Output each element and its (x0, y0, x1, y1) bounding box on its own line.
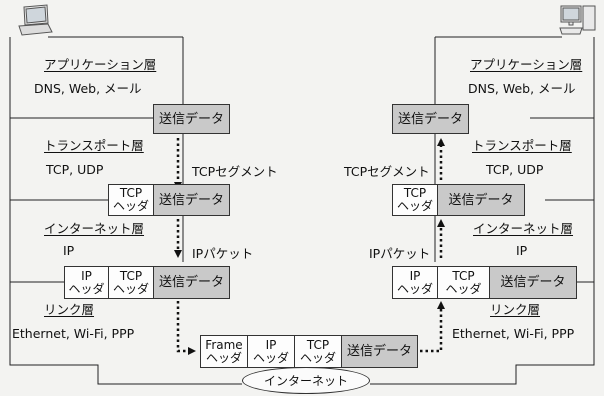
left-internet-protocols: IP (63, 243, 75, 258)
right-internet-send-data-box: 送信データ (489, 266, 577, 299)
laptop-icon (18, 4, 53, 36)
left-ip-packet-label: IPパケット (192, 246, 254, 261)
internet-cloud: インターネット (242, 367, 370, 394)
right-internet-protocols: IP (516, 243, 528, 258)
left-transport-layer-label: トランスポート層 (44, 138, 144, 153)
left-internet-layer-label: インターネット層 (44, 221, 145, 236)
header-label: ヘッダ (396, 281, 433, 296)
tcp-label: TCP (306, 337, 330, 352)
left-app-send-data-box: 送信データ (153, 104, 230, 134)
left-internet-send-data-box: 送信データ (153, 266, 230, 299)
header-label: ヘッダ (68, 281, 105, 296)
left-application-layer-label: アプリケーション層 (44, 57, 157, 72)
header-label: ヘッダ (252, 350, 289, 365)
header-label: ヘッダ (299, 350, 336, 365)
left-transport-send-data-box: 送信データ (153, 184, 230, 216)
right-transport-send-data-box: 送信データ (437, 184, 525, 216)
tcp-label: TCP (403, 186, 427, 200)
header-label: ヘッダ (112, 199, 149, 213)
right-link-layer-label: リンク層 (490, 302, 541, 317)
left-transport-protocols: TCP, UDP (46, 162, 104, 177)
header-label: ヘッダ (205, 350, 242, 365)
ip-label: IP (409, 268, 421, 283)
left-link-protocols: Ethernet, Wi-Fi, PPP (12, 326, 135, 341)
header-label: ヘッダ (396, 199, 433, 213)
header-label: ヘッダ (112, 281, 149, 296)
left-tcp-segment-label: TCPセグメント (192, 164, 278, 179)
frame-label: Frame (205, 337, 243, 352)
right-ip-packet-label: IPパケット (369, 246, 431, 261)
frame-send-data-box: 送信データ (341, 335, 418, 368)
right-transport-layer-label: トランスポート層 (472, 138, 572, 153)
left-link-layer-label: リンク層 (44, 302, 95, 317)
right-application-layer-label: アプリケーション層 (470, 57, 583, 72)
header-label: ヘッダ (445, 281, 482, 296)
tcp-label: TCP (119, 186, 143, 200)
right-transport-protocols: TCP, UDP (486, 162, 544, 177)
right-tcp-segment-label: TCPセグメント (344, 164, 430, 179)
tcp-label: TCP (452, 268, 475, 283)
right-link-protocols: Ethernet, Wi-Fi, PPP (452, 326, 575, 341)
left-application-protocols: DNS, Web, メール (34, 81, 142, 96)
right-internet-layer-label: インターネット層 (473, 221, 574, 236)
tcp-label: TCP (119, 268, 143, 283)
ip-label: IP (81, 268, 92, 283)
right-app-send-data-box: 送信データ (392, 104, 469, 134)
right-application-protocols: DNS, Web, メール (468, 81, 576, 96)
ip-label: IP (265, 337, 277, 352)
desktop-computer-icon (559, 5, 596, 35)
